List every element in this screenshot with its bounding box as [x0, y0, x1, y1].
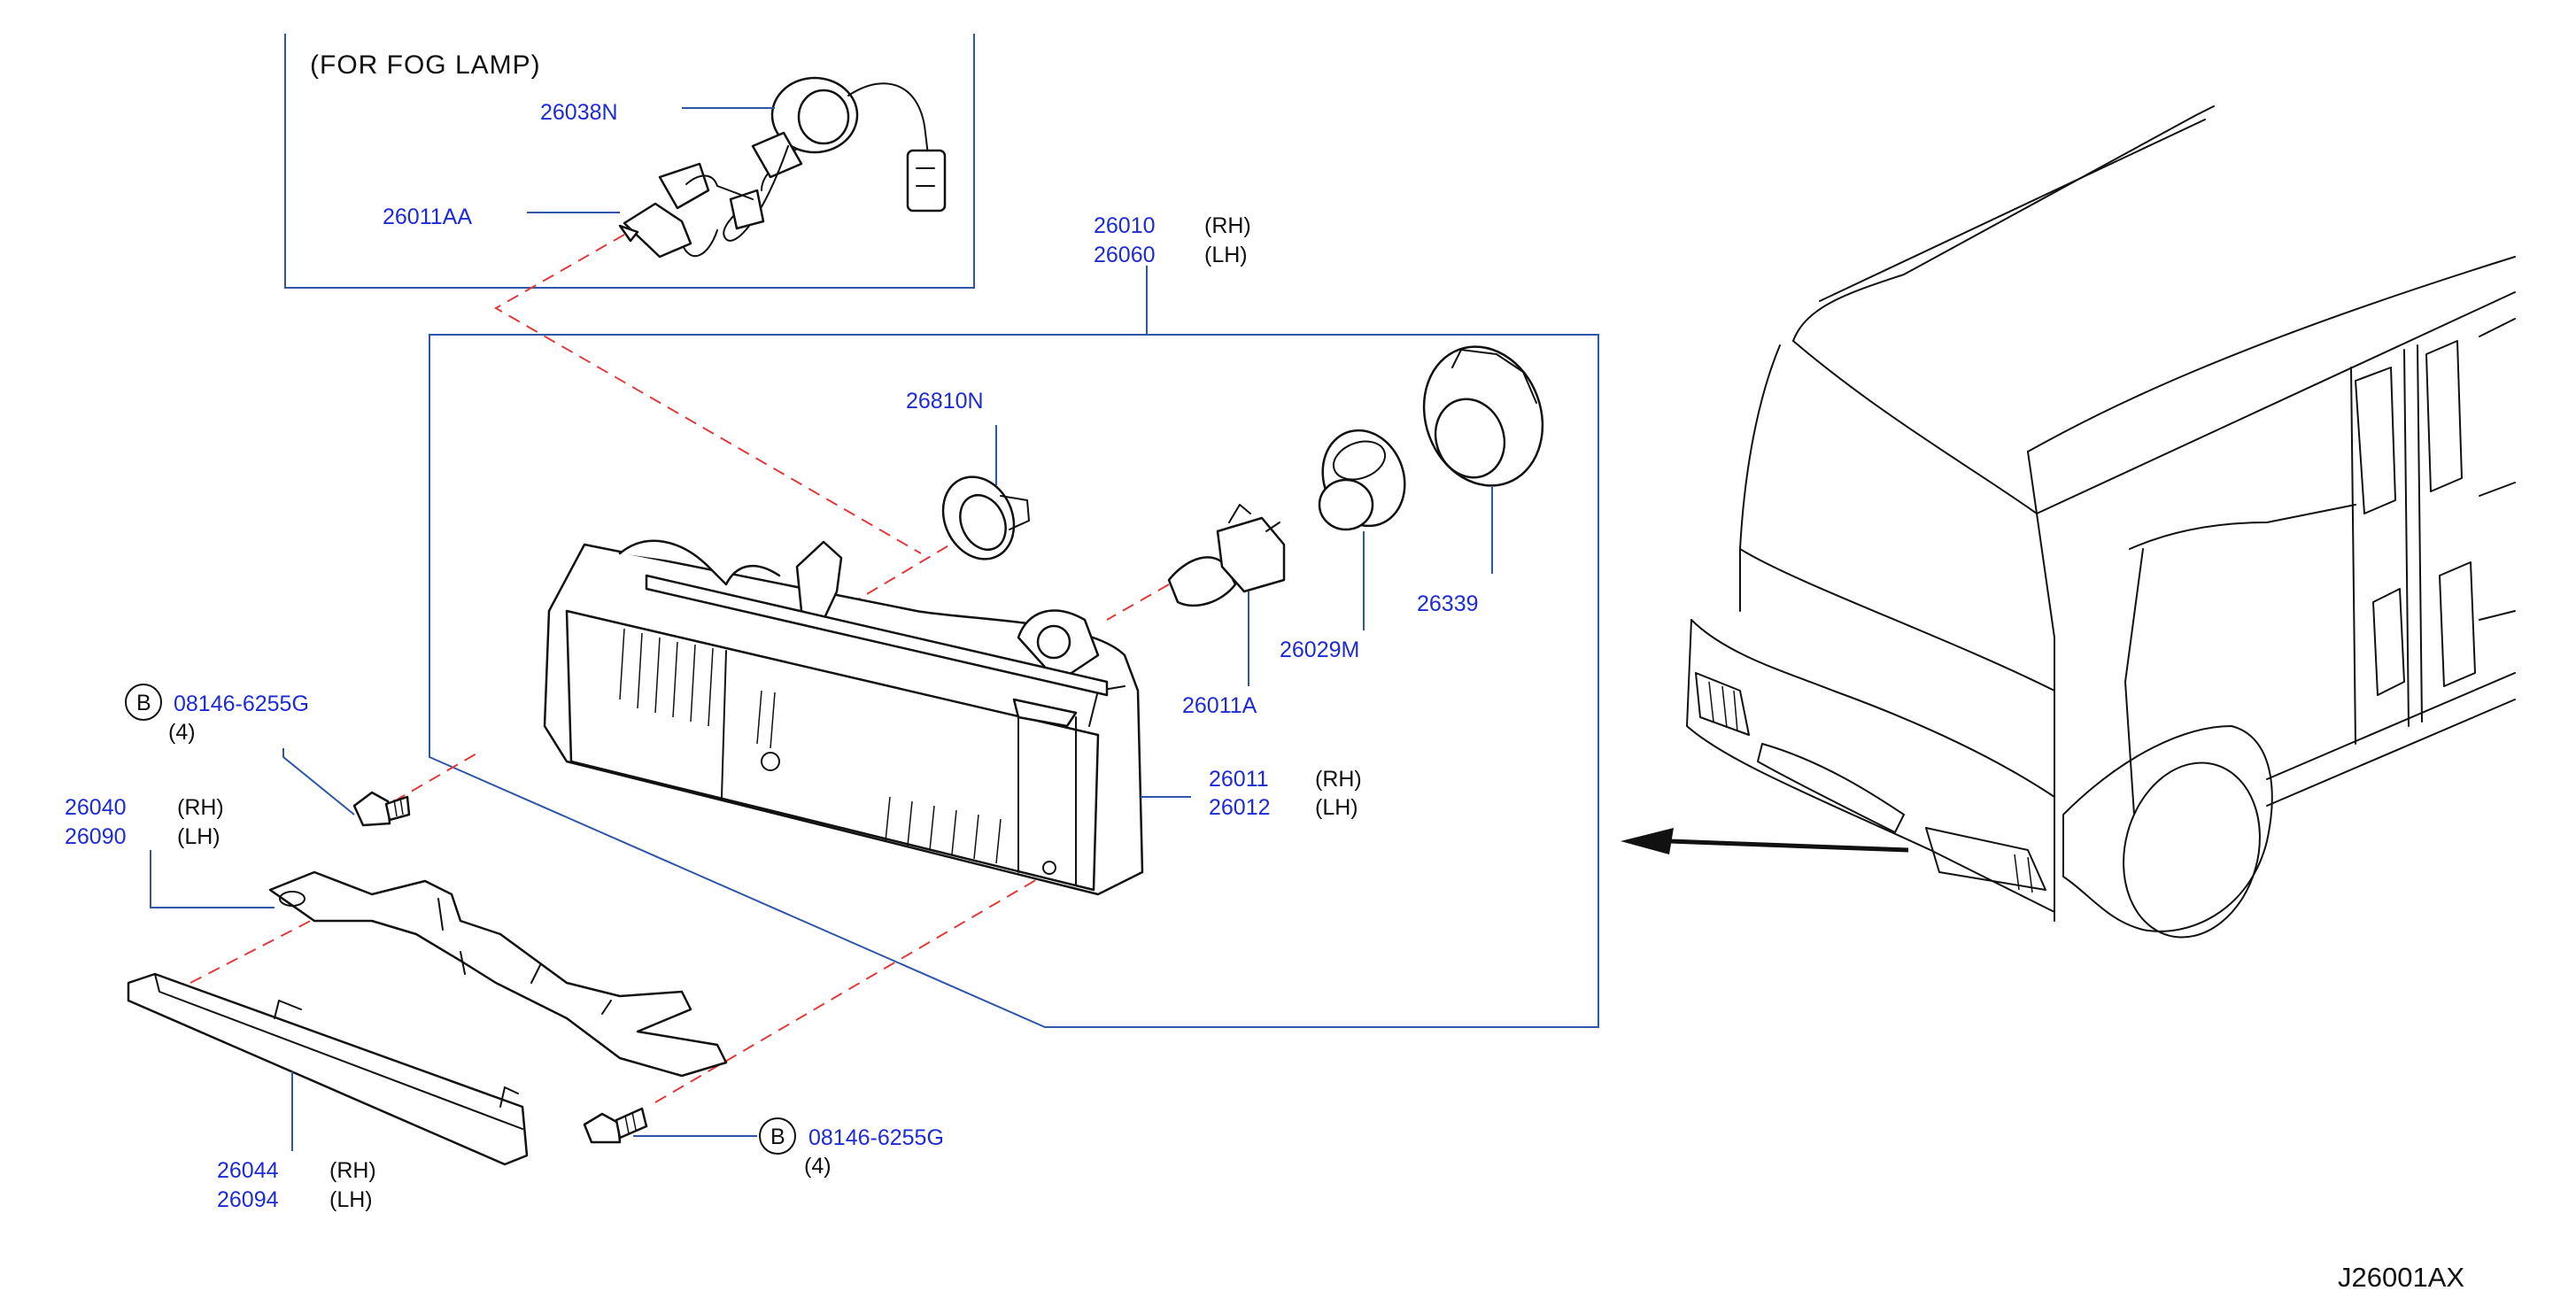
- part-number-26010[interactable]: 26010: [1094, 213, 1156, 238]
- part-number-26339[interactable]: 26339: [1417, 591, 1479, 616]
- part-number-26044[interactable]: 26044: [217, 1158, 279, 1183]
- side-26012: (LH): [1315, 795, 1358, 820]
- badge-bolt-upper: [125, 684, 162, 721]
- part-number-26011A[interactable]: 26011A: [1182, 693, 1257, 718]
- cap-26029M-drawing: [1318, 429, 1406, 531]
- side-26010: (RH): [1204, 213, 1251, 238]
- side-26060: (LH): [1204, 243, 1248, 267]
- fog-socket-harness-drawing: [681, 76, 947, 257]
- bracket-26040-drawing: [268, 870, 728, 1078]
- badge-bolt-lower: [759, 1117, 796, 1155]
- part-number-26012[interactable]: 26012: [1209, 795, 1271, 820]
- bolt-upper-drawing: [352, 791, 411, 827]
- part-number-26040[interactable]: 26040: [65, 795, 127, 820]
- grommet-26810N-drawing: [941, 475, 1030, 560]
- location-arrow: [1621, 828, 1909, 854]
- fog-lamp-inset: (FOR FOG LAMP) 26038N 26011AA: [284, 34, 975, 289]
- part-number-26090[interactable]: 26090: [65, 824, 127, 849]
- part-number-26060[interactable]: 26060: [1094, 243, 1156, 267]
- part-number-bolt-upper[interactable]: 08146-6255G: [174, 692, 309, 716]
- headlamp-drawing: [543, 539, 1144, 896]
- part-number-26810N[interactable]: 26810N: [906, 389, 984, 414]
- trim-strip-26044-drawing: [127, 972, 529, 1166]
- side-26094: (LH): [329, 1187, 373, 1212]
- side-26044: (RH): [329, 1158, 376, 1183]
- mating-lines: [190, 234, 1170, 1103]
- part-number-26038N[interactable]: 26038N: [540, 100, 618, 125]
- bolt-lower-drawing: [583, 1107, 648, 1144]
- leader-bolt-upper: [282, 748, 355, 815]
- badge-b-lower: B: [770, 1125, 785, 1149]
- part-number-26011AA[interactable]: 26011AA: [383, 205, 472, 229]
- side-26090: (LH): [177, 824, 220, 849]
- side-26040: (RH): [177, 795, 224, 820]
- headlamp-assembly-frame: [429, 334, 1599, 1028]
- bulb-26011A-drawing: [1167, 504, 1286, 607]
- fog-bulb-drawing: [618, 162, 754, 259]
- qty-bolt-upper: (4): [168, 720, 196, 745]
- part-number-26029M[interactable]: 26029M: [1280, 638, 1359, 662]
- diagram-code: J26001AX: [2338, 1262, 2464, 1293]
- badge-b-upper: B: [136, 691, 151, 715]
- part-number-26094[interactable]: 26094: [217, 1187, 279, 1212]
- leader-26040: [150, 850, 275, 908]
- fog-lamp-title: (FOR FOG LAMP): [310, 50, 541, 80]
- side-26011: (RH): [1315, 767, 1362, 792]
- van-illustration: [1686, 105, 2516, 939]
- part-number-bolt-lower[interactable]: 08146-6255G: [808, 1125, 944, 1150]
- part-number-26011[interactable]: 26011: [1209, 767, 1269, 792]
- seal-26339-drawing: [1422, 345, 1544, 487]
- qty-bolt-lower: (4): [804, 1154, 832, 1179]
- fog-lamp-frame: [284, 34, 975, 289]
